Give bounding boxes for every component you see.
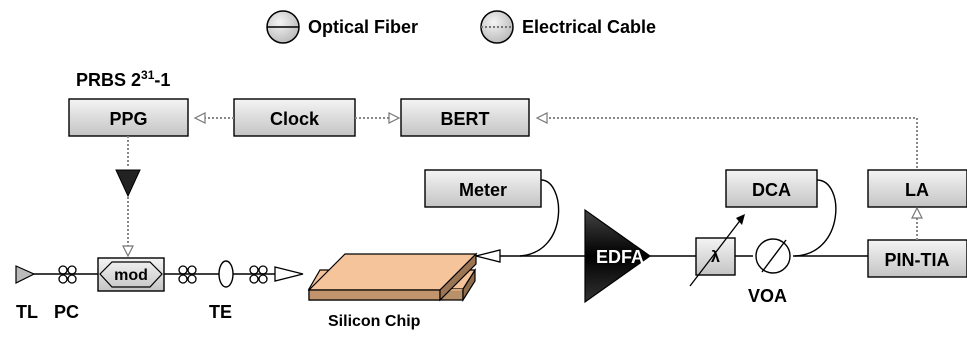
clock-box: Clock <box>233 98 356 137</box>
edfa-label: EDFA <box>596 247 644 267</box>
voa-label: VOA <box>748 286 787 306</box>
polarization-controller-icon <box>249 265 268 284</box>
tunable-arrow <box>689 217 743 287</box>
te-label: TE <box>209 302 232 322</box>
silicon-chip-label: Silicon Chip <box>328 313 421 330</box>
arrowhead-right <box>388 112 401 124</box>
pc-label: PC <box>54 302 79 322</box>
pin-tia-box: PIN-TIA <box>867 239 967 278</box>
lambda-label: λ <box>711 249 720 266</box>
bert-label: BERT <box>441 109 490 129</box>
optical-fiber-legend-icon <box>266 10 300 44</box>
meter-tap <box>519 179 560 257</box>
polarization-controller-icon <box>178 265 197 284</box>
voa <box>755 238 791 274</box>
pin-tia-la-link <box>911 206 923 240</box>
la-box: LA <box>867 169 967 208</box>
dca-box: DCA <box>725 169 818 208</box>
tunable-arrowhead-icon <box>736 214 745 225</box>
tunable-filter: λ <box>689 214 745 287</box>
silicon-chip-side <box>439 252 477 302</box>
driver-amplifier-icon <box>115 169 141 198</box>
clock-label: Clock <box>270 109 320 129</box>
mod-label: mod <box>114 267 148 284</box>
meter-box: Meter <box>424 169 542 208</box>
ppg-label: PPG <box>109 109 147 129</box>
tunable-laser-icon <box>15 265 36 284</box>
arrowhead-left <box>535 112 548 124</box>
legend-optical-fiber: Optical Fiber <box>308 17 418 37</box>
edfa-amplifier: EDFA <box>584 208 652 304</box>
bert-box: BERT <box>400 98 530 137</box>
arrowhead-up <box>911 206 923 219</box>
pin-tia-label: PIN-TIA <box>885 250 950 270</box>
polarization-controller-icon <box>58 265 77 284</box>
silicon-chip-front <box>308 289 441 301</box>
input-fiber-arrow-icon <box>274 266 304 282</box>
electrical-links-top <box>193 112 918 176</box>
legend: Optical Fiber Electrical Cable <box>266 10 656 44</box>
ppg-box: PPG <box>68 98 189 137</box>
tl-label: TL <box>16 302 38 322</box>
arrowhead-left <box>193 112 206 124</box>
arrowhead-down <box>122 245 134 258</box>
te-polarizer-icon <box>218 260 234 288</box>
meter-label: Meter <box>459 180 507 200</box>
ppg-driver-link <box>115 136 141 258</box>
prbs-label: PRBS 231-1 <box>76 68 170 90</box>
la-label: LA <box>905 180 929 200</box>
legend-electrical-cable: Electrical Cable <box>522 17 656 37</box>
dca-tap <box>794 179 837 257</box>
dca-label: DCA <box>752 180 791 200</box>
modulator: mod <box>97 257 165 292</box>
output-fiber-arrow-icon <box>475 249 501 263</box>
electrical-cable-legend-icon <box>480 10 514 44</box>
